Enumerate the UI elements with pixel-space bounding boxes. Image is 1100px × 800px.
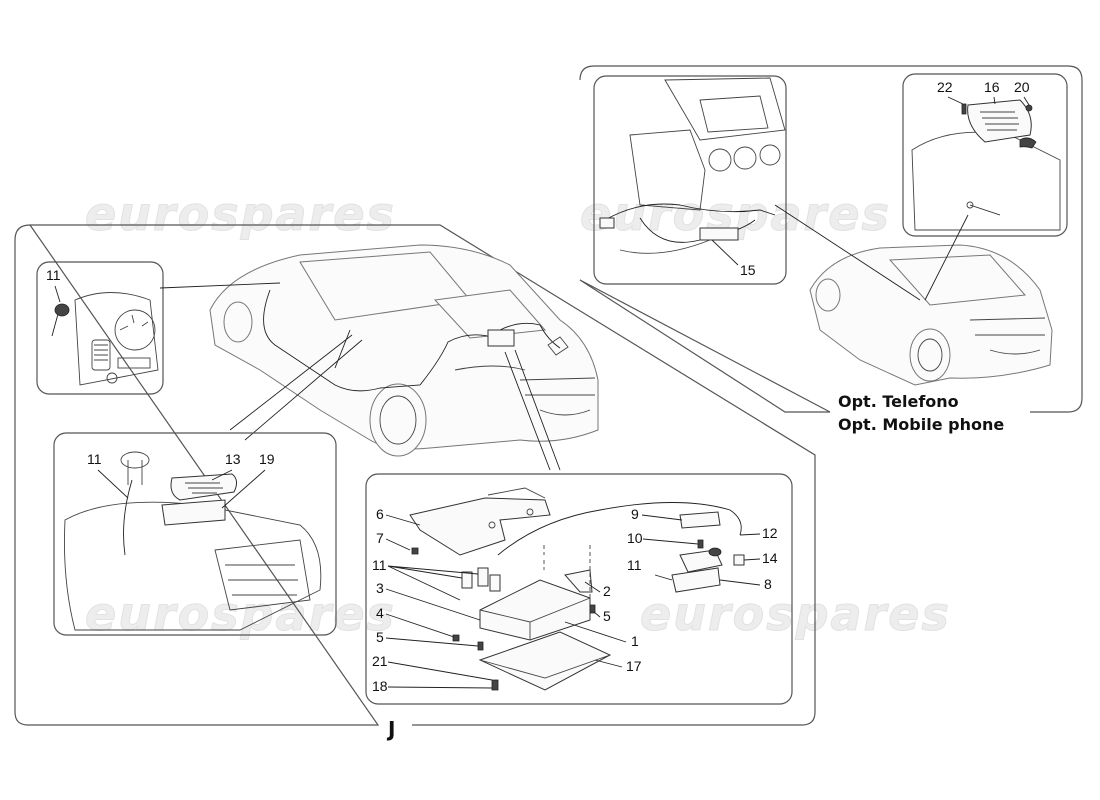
callout-3: 3 [376,580,384,596]
callout-19: 19 [259,451,275,467]
callout-16: 16 [984,79,1000,95]
inset-console [53,432,337,636]
car-group-j [209,244,599,457]
callout-10: 10 [627,530,643,546]
callout-11-dashboard: 11 [46,267,61,283]
inset-head-unit [593,75,787,285]
callout-8: 8 [764,576,772,592]
inset-exploded-parts [365,473,793,705]
callout-4: 4 [376,605,384,621]
callout-17: 17 [626,658,642,674]
group-j-label: J [386,717,395,741]
callout-5-left: 5 [376,629,384,645]
callout-21: 21 [372,653,388,669]
callout-14: 14 [762,550,778,566]
callout-11-console: 11 [87,451,102,467]
phone-option-caption-it: Opt. Telefono [838,392,959,411]
inset-phone-cradle [902,73,1068,237]
callout-11-right: 11 [627,557,642,573]
callout-6: 6 [376,506,384,522]
callout-22: 22 [937,79,953,95]
callout-18: 18 [372,678,388,694]
watermarks: eurospares eurospares eurospares eurospa… [85,187,951,642]
group-j-frame [14,224,816,726]
inset-dashboard [36,261,164,395]
watermark-4: eurospares [640,587,951,641]
phone-option-frame [579,65,1083,413]
watermark-3: eurospares [85,587,396,641]
callout-12: 12 [762,525,778,541]
callout-1: 1 [631,633,639,649]
watermark-2: eurospares [580,187,891,241]
phone-option-caption-en: Opt. Mobile phone [838,415,1004,434]
callout-11-mid: 11 [372,557,387,573]
car-phone-option [809,244,1053,386]
callout-5-right: 5 [603,608,611,624]
callout-13: 13 [225,451,241,467]
watermark-1: eurospares [85,187,396,241]
callout-2: 2 [603,583,611,599]
callout-7: 7 [376,530,384,546]
callout-15: 15 [740,262,756,278]
callout-9: 9 [631,506,639,522]
callout-20: 20 [1014,79,1030,95]
